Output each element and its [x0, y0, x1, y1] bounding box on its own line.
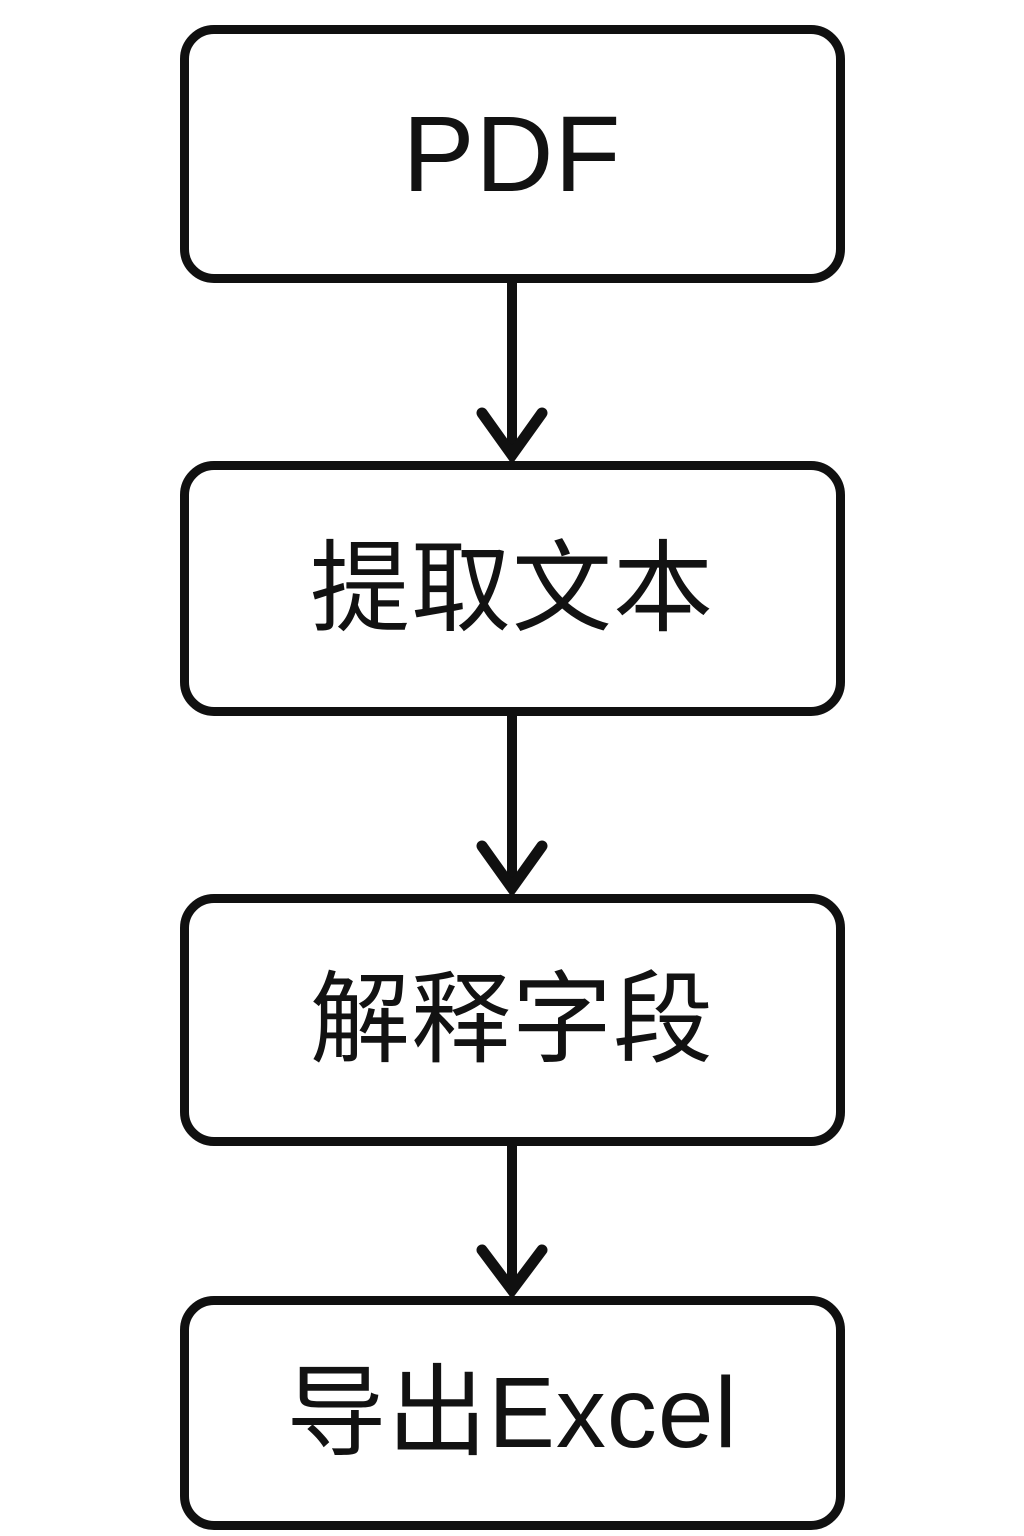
- flow-arrow-interpret-fields-to-export-excel: [467, 1146, 557, 1296]
- node-label-pdf: PDF: [402, 93, 622, 214]
- node-label-extract-text: 提取文本: [310, 532, 714, 645]
- flow-arrow-pdf-to-extract-text: [467, 283, 557, 461]
- flowchart-node-extract-text: 提取文本: [179, 461, 845, 716]
- flowchart-node-export-excel: 导出Excel: [179, 1296, 845, 1530]
- flowchart-node-interpret-fields: 解释字段: [179, 894, 845, 1146]
- node-label-interpret-fields: 解释字段: [310, 964, 714, 1076]
- node-label-export-excel: 导出Excel: [286, 1357, 738, 1469]
- flowchart-node-pdf: PDF: [179, 25, 845, 283]
- flow-arrow-extract-text-to-interpret-fields: [467, 716, 557, 894]
